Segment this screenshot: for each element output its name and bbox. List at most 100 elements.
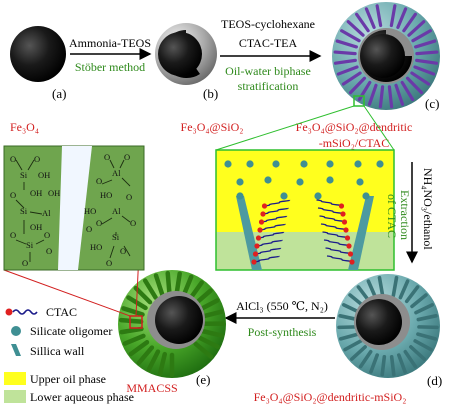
channel-spoke	[333, 50, 357, 56]
bond	[15, 239, 27, 245]
channel-spoke	[389, 4, 397, 28]
atom-label: OH	[48, 188, 60, 198]
channel-spoke	[122, 333, 146, 346]
atom-label: O	[120, 246, 126, 256]
oligomer-dot	[356, 178, 364, 186]
legend-aqueous-swatch	[4, 390, 26, 403]
ctac-head	[343, 227, 349, 233]
atom-label: O	[104, 152, 110, 162]
channel-spoke	[391, 275, 399, 298]
step-d-name: Fe₃O₄@SiO₂@dendritic-mSiO₂	[254, 390, 407, 404]
atom-label: Si	[112, 232, 120, 242]
legend-ctac-tail-icon	[12, 309, 38, 315]
channel-spoke	[340, 29, 361, 43]
ctac-chain	[256, 239, 283, 247]
channel-zoom-panel	[215, 149, 395, 271]
channel-spoke	[337, 325, 359, 330]
channel-spoke	[333, 58, 357, 65]
channel-spoke	[410, 71, 431, 86]
channel-spoke	[336, 65, 359, 76]
ctac-chain	[323, 239, 350, 247]
oligomer-dot	[236, 178, 244, 186]
ctac-head	[252, 251, 259, 257]
ctac-chain	[253, 255, 280, 263]
channel-spoke	[181, 274, 194, 298]
ctac-molecules	[251, 199, 355, 265]
bond	[123, 245, 131, 257]
channel-spoke	[348, 76, 367, 95]
channel-spoke	[369, 353, 379, 374]
channel-spoke	[378, 85, 385, 109]
bond	[101, 179, 113, 185]
ctac-head	[341, 219, 348, 225]
step-d-label: (d)	[427, 373, 442, 388]
atom-label: O	[124, 152, 130, 162]
atom-label: OH	[30, 188, 42, 198]
ctac-chain	[262, 207, 289, 215]
channel-spoke	[146, 349, 161, 372]
oligomer-dot	[314, 192, 322, 200]
channel-spoke	[118, 317, 144, 324]
ctac-head	[251, 259, 257, 265]
ctac-head	[261, 203, 268, 209]
arrow-bc-top1: TEOS-cyclohexane	[221, 17, 315, 31]
legend-oil-label: Upper oil phase	[30, 372, 106, 386]
channel-spoke	[355, 12, 370, 33]
atom-label: HO	[100, 190, 112, 200]
channel-spoke	[413, 339, 433, 352]
zoom-line-e-left	[3, 269, 131, 317]
bond	[109, 245, 115, 259]
ctac-head	[338, 203, 345, 209]
channel-spoke	[165, 270, 172, 296]
legend-wall-label: Sillica wall	[30, 344, 85, 358]
ctac-chain	[316, 199, 343, 207]
arrow-bc-top2: CTAC-TEA	[239, 36, 298, 50]
step-e-label: (e)	[196, 372, 210, 387]
channel-spoke	[343, 339, 363, 352]
ctac-chain	[264, 199, 291, 207]
atom-label: O	[10, 190, 16, 200]
channel-spoke	[402, 12, 417, 33]
atom-label: HO	[90, 242, 102, 252]
channel-spoke	[416, 332, 438, 341]
channel-spoke	[364, 7, 376, 29]
bond	[29, 211, 43, 215]
channel-spoke	[396, 7, 408, 29]
arrow-de-bottom: Post-synthesis	[248, 325, 317, 339]
arrow-bc-bottom2: stratification	[238, 79, 299, 93]
channel-spoke	[416, 314, 438, 322]
legend: CTAC Silicate oligomer Sillica wall Uppe…	[4, 305, 134, 404]
channel-spoke	[409, 345, 426, 361]
zoom-line-right	[363, 105, 395, 151]
ctac-head	[260, 211, 266, 217]
channel-spoke	[367, 83, 378, 106]
bond-lines	[15, 159, 131, 262]
channel-spoke	[346, 20, 365, 37]
atom-label: Si	[20, 170, 28, 180]
bond	[121, 177, 131, 187]
channel-spoke	[410, 293, 428, 309]
channel-spoke	[394, 83, 405, 106]
channel-spoke	[375, 4, 383, 28]
channel-spoke	[153, 273, 165, 297]
fe3o4-sio2-particle	[155, 23, 217, 85]
pore-channel	[58, 146, 92, 270]
atom-label: OH	[30, 222, 42, 232]
ctac-head	[255, 235, 262, 241]
channel-spoke	[417, 325, 439, 330]
zoom-line-left	[215, 105, 355, 151]
channel-spoke	[335, 39, 358, 49]
channel-spoke	[338, 332, 360, 341]
ctac-chain	[258, 231, 285, 239]
dendritic-msio2-particle	[336, 274, 440, 378]
bond	[35, 239, 45, 245]
ctac-head	[257, 227, 263, 233]
ctac-chain	[317, 207, 344, 215]
atom-label: O	[130, 218, 136, 228]
channel-spoke	[387, 85, 394, 109]
ctac-chain	[326, 255, 353, 263]
legend-oligomer-icon	[11, 326, 21, 336]
bond	[101, 217, 113, 225]
oligomer-dot	[280, 192, 288, 200]
atom-label: O	[34, 154, 40, 164]
